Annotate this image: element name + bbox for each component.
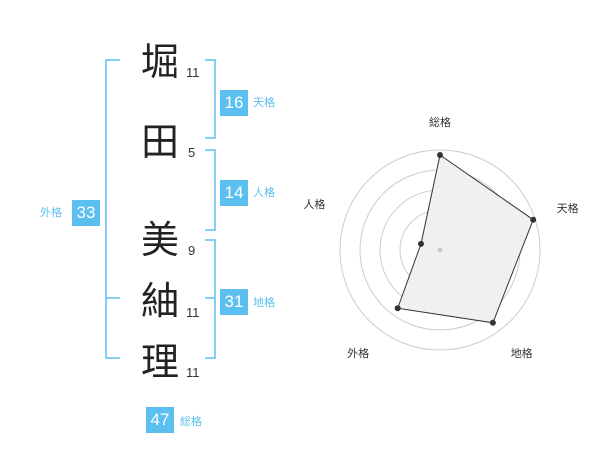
stroke-count-3: 9: [188, 243, 196, 258]
jinkaku-value: 14: [220, 180, 248, 206]
stroke-count-5: 11: [186, 365, 200, 380]
radar-ring-5: [339, 149, 541, 351]
soukaku-label: 総格: [180, 415, 202, 428]
soukaku-value: 47: [146, 407, 174, 433]
radar-point-2: [489, 319, 496, 326]
stroke-count-4: 11: [186, 305, 200, 320]
chikaku-label: 地格: [253, 296, 275, 309]
jinkaku-bracket: [205, 149, 216, 231]
radar-axis-label-3: 外格: [347, 346, 369, 360]
name-char-5: 理: [140, 340, 179, 384]
radar-point-1: [530, 216, 537, 223]
radar-center-dot: [437, 247, 443, 253]
radar-axis-label-1: 天格: [557, 201, 579, 215]
tenkaku-bracket: [205, 59, 216, 139]
tenkaku-label: 天格: [253, 96, 275, 109]
name-char-3: 美: [140, 218, 179, 262]
radar-axis-label-4: 人格: [303, 197, 325, 211]
jinkaku-label: 人格: [253, 186, 275, 199]
radar-points: [394, 152, 537, 326]
radar-point-0: [437, 152, 443, 158]
gaikaku-bracket: [105, 59, 120, 359]
radar-point-3: [394, 305, 401, 312]
gaikaku-label: 外格: [40, 206, 62, 219]
chikaku-bracket: [205, 239, 216, 359]
tenkaku-value: 16: [220, 90, 248, 116]
name-char-1: 堀: [140, 40, 179, 84]
stroke-count-1: 11: [186, 65, 200, 80]
name-char-2: 田: [140, 120, 179, 164]
chikaku-value: 31: [220, 289, 248, 315]
stroke-count-2: 5: [188, 145, 196, 160]
name-char-4: 紬: [140, 279, 179, 323]
gaikaku-value: 33: [72, 200, 100, 226]
radar-axis-label-2: 地格: [511, 346, 533, 360]
radar-point-4: [417, 240, 424, 247]
radar-polygon: [397, 154, 534, 324]
radar-axis-label-0: 総格: [429, 115, 451, 129]
